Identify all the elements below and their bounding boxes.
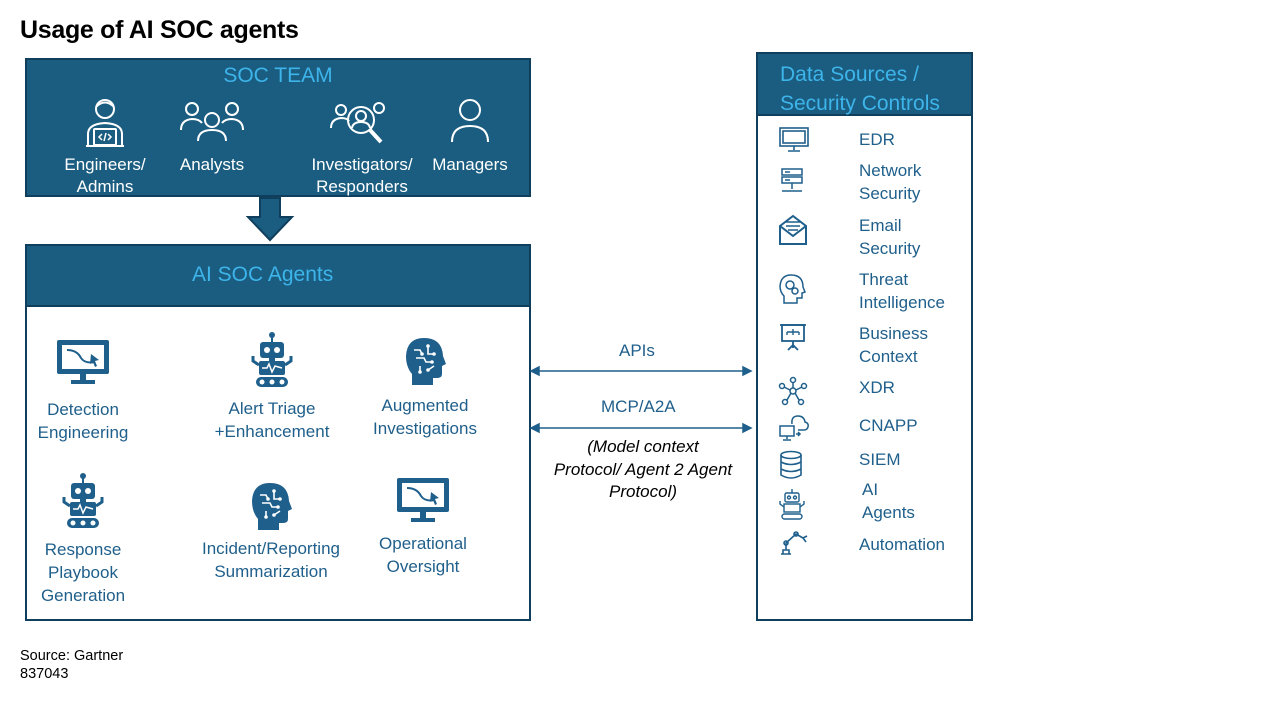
team-member-investigators: Investigators/ Responders xyxy=(303,96,421,198)
data-source-label: XDR xyxy=(859,378,895,397)
data-source-label: CNAPP xyxy=(859,416,918,435)
soc-team-box: SOC TEAM Engineers/ Admins Analysts xyxy=(25,58,531,197)
data-source-label: Context xyxy=(859,347,918,366)
agent-augmented-investigations: Augmented Investigations xyxy=(363,336,487,440)
agent-alert-triage: Alert Triage +Enhancement xyxy=(207,331,337,443)
data-source-label: Automation xyxy=(859,535,945,554)
source-line: Source: Gartner xyxy=(20,648,124,664)
data-source-label: AI xyxy=(862,480,879,499)
monitor-chart-icon xyxy=(397,478,449,522)
agent-operational-oversight: Operational Oversight xyxy=(365,476,481,578)
connector-arrows xyxy=(529,365,753,434)
ai-soc-agents-title: AI SOC Agents xyxy=(192,263,334,286)
data-source-label: Intelligence xyxy=(859,293,946,312)
agent-label: Summarization xyxy=(214,562,328,581)
ai-soc-agents-box: AI SOC Agents Detection Engineering xyxy=(25,244,531,621)
data-source-label: SIEM xyxy=(859,450,901,469)
team-member-engineers: Engineers/ Admins xyxy=(55,96,155,198)
data-source-label: EDR xyxy=(859,130,895,149)
agent-label: Operational xyxy=(379,534,467,553)
network-nodes-icon xyxy=(778,376,808,406)
team-member-managers: Managers xyxy=(425,96,515,176)
data-sources-title: Data Sources / Security Controls xyxy=(780,60,940,118)
agent-detection-engineering: Detection Engineering xyxy=(29,338,137,444)
person-icon xyxy=(451,99,489,143)
agent-incident-reporting: Incident/Reporting Summarization xyxy=(191,481,351,583)
team-member-label: Analysts xyxy=(179,155,245,174)
brain-head-icon xyxy=(252,483,292,530)
agent-label: Alert Triage xyxy=(228,399,316,418)
agent-label: Engineering xyxy=(37,423,129,442)
mcp-label: MCP/A2A xyxy=(601,397,676,416)
cloud-computer-icon xyxy=(779,415,809,441)
page-title: Usage of AI SOC agents xyxy=(20,16,299,44)
data-source-label: Security xyxy=(859,239,921,258)
group-icon xyxy=(180,102,244,142)
agent-label: +Enhancement xyxy=(214,422,330,441)
group-search-icon xyxy=(330,102,385,144)
data-source-label: Network xyxy=(859,161,922,180)
team-member-label: Admins xyxy=(76,177,134,196)
down-arrow-icon xyxy=(245,197,295,242)
agent-label: Oversight xyxy=(386,557,460,576)
mcp-note-line: Protocol) xyxy=(608,482,678,501)
agent-response-playbook: Response Playbook Generation xyxy=(29,472,137,607)
data-source-label: Threat xyxy=(859,270,909,289)
data-source-label: Email xyxy=(859,216,902,235)
agent-label: Generation xyxy=(40,586,126,605)
team-member-label: Managers xyxy=(432,155,508,174)
agent-label: Augmented xyxy=(381,396,469,415)
desktop-icon xyxy=(779,127,809,152)
robotic-arm-icon xyxy=(781,531,808,555)
database-icon xyxy=(780,450,802,479)
data-source-label: Security xyxy=(859,184,921,203)
team-member-label: Engineers/ xyxy=(64,155,146,174)
team-member-label: Investigators/ xyxy=(311,155,413,174)
data-sources-title-line: Security Controls xyxy=(780,92,940,115)
mcp-note: (Model context Protocol/ Agent 2 Agent P… xyxy=(538,436,748,504)
data-source-label: Business xyxy=(859,324,928,343)
mcp-note-line: Protocol/ Agent 2 Agent xyxy=(553,459,733,479)
brain-head-icon xyxy=(406,338,446,385)
data-sources-header: Data Sources / Security Controls xyxy=(756,52,973,116)
mcp-note-line: (Model context xyxy=(587,437,699,456)
robot-outline-icon xyxy=(779,489,805,520)
agent-label: Investigations xyxy=(373,419,477,438)
presentation-board-icon xyxy=(780,324,806,351)
data-source-label: Agents xyxy=(862,503,915,522)
head-gears-icon xyxy=(779,274,806,304)
data-sources-box: EDR Network Security Email Security Thre… xyxy=(756,116,973,621)
team-member-label: Responders xyxy=(316,177,408,196)
server-icon xyxy=(781,168,803,192)
agent-label: Detection xyxy=(47,400,119,419)
agent-label: Response xyxy=(44,540,122,559)
engineer-laptop-icon xyxy=(86,99,124,147)
soc-team-title: SOC TEAM xyxy=(223,64,333,87)
robot-icon xyxy=(251,332,293,387)
apis-label: APIs xyxy=(619,341,655,360)
agent-label: Playbook xyxy=(48,563,118,582)
data-sources-title-line: Data Sources / xyxy=(780,63,919,86)
monitor-chart-icon xyxy=(57,340,109,384)
email-icon xyxy=(779,214,807,245)
source-line: 837043 xyxy=(20,666,69,682)
agent-label: Incident/Reporting xyxy=(202,539,340,558)
source-note: Source: Gartner 837043 xyxy=(20,647,123,683)
robot-icon xyxy=(62,473,104,528)
ai-soc-agents-header: AI SOC Agents xyxy=(27,246,529,307)
team-member-analysts: Analysts xyxy=(167,96,257,176)
